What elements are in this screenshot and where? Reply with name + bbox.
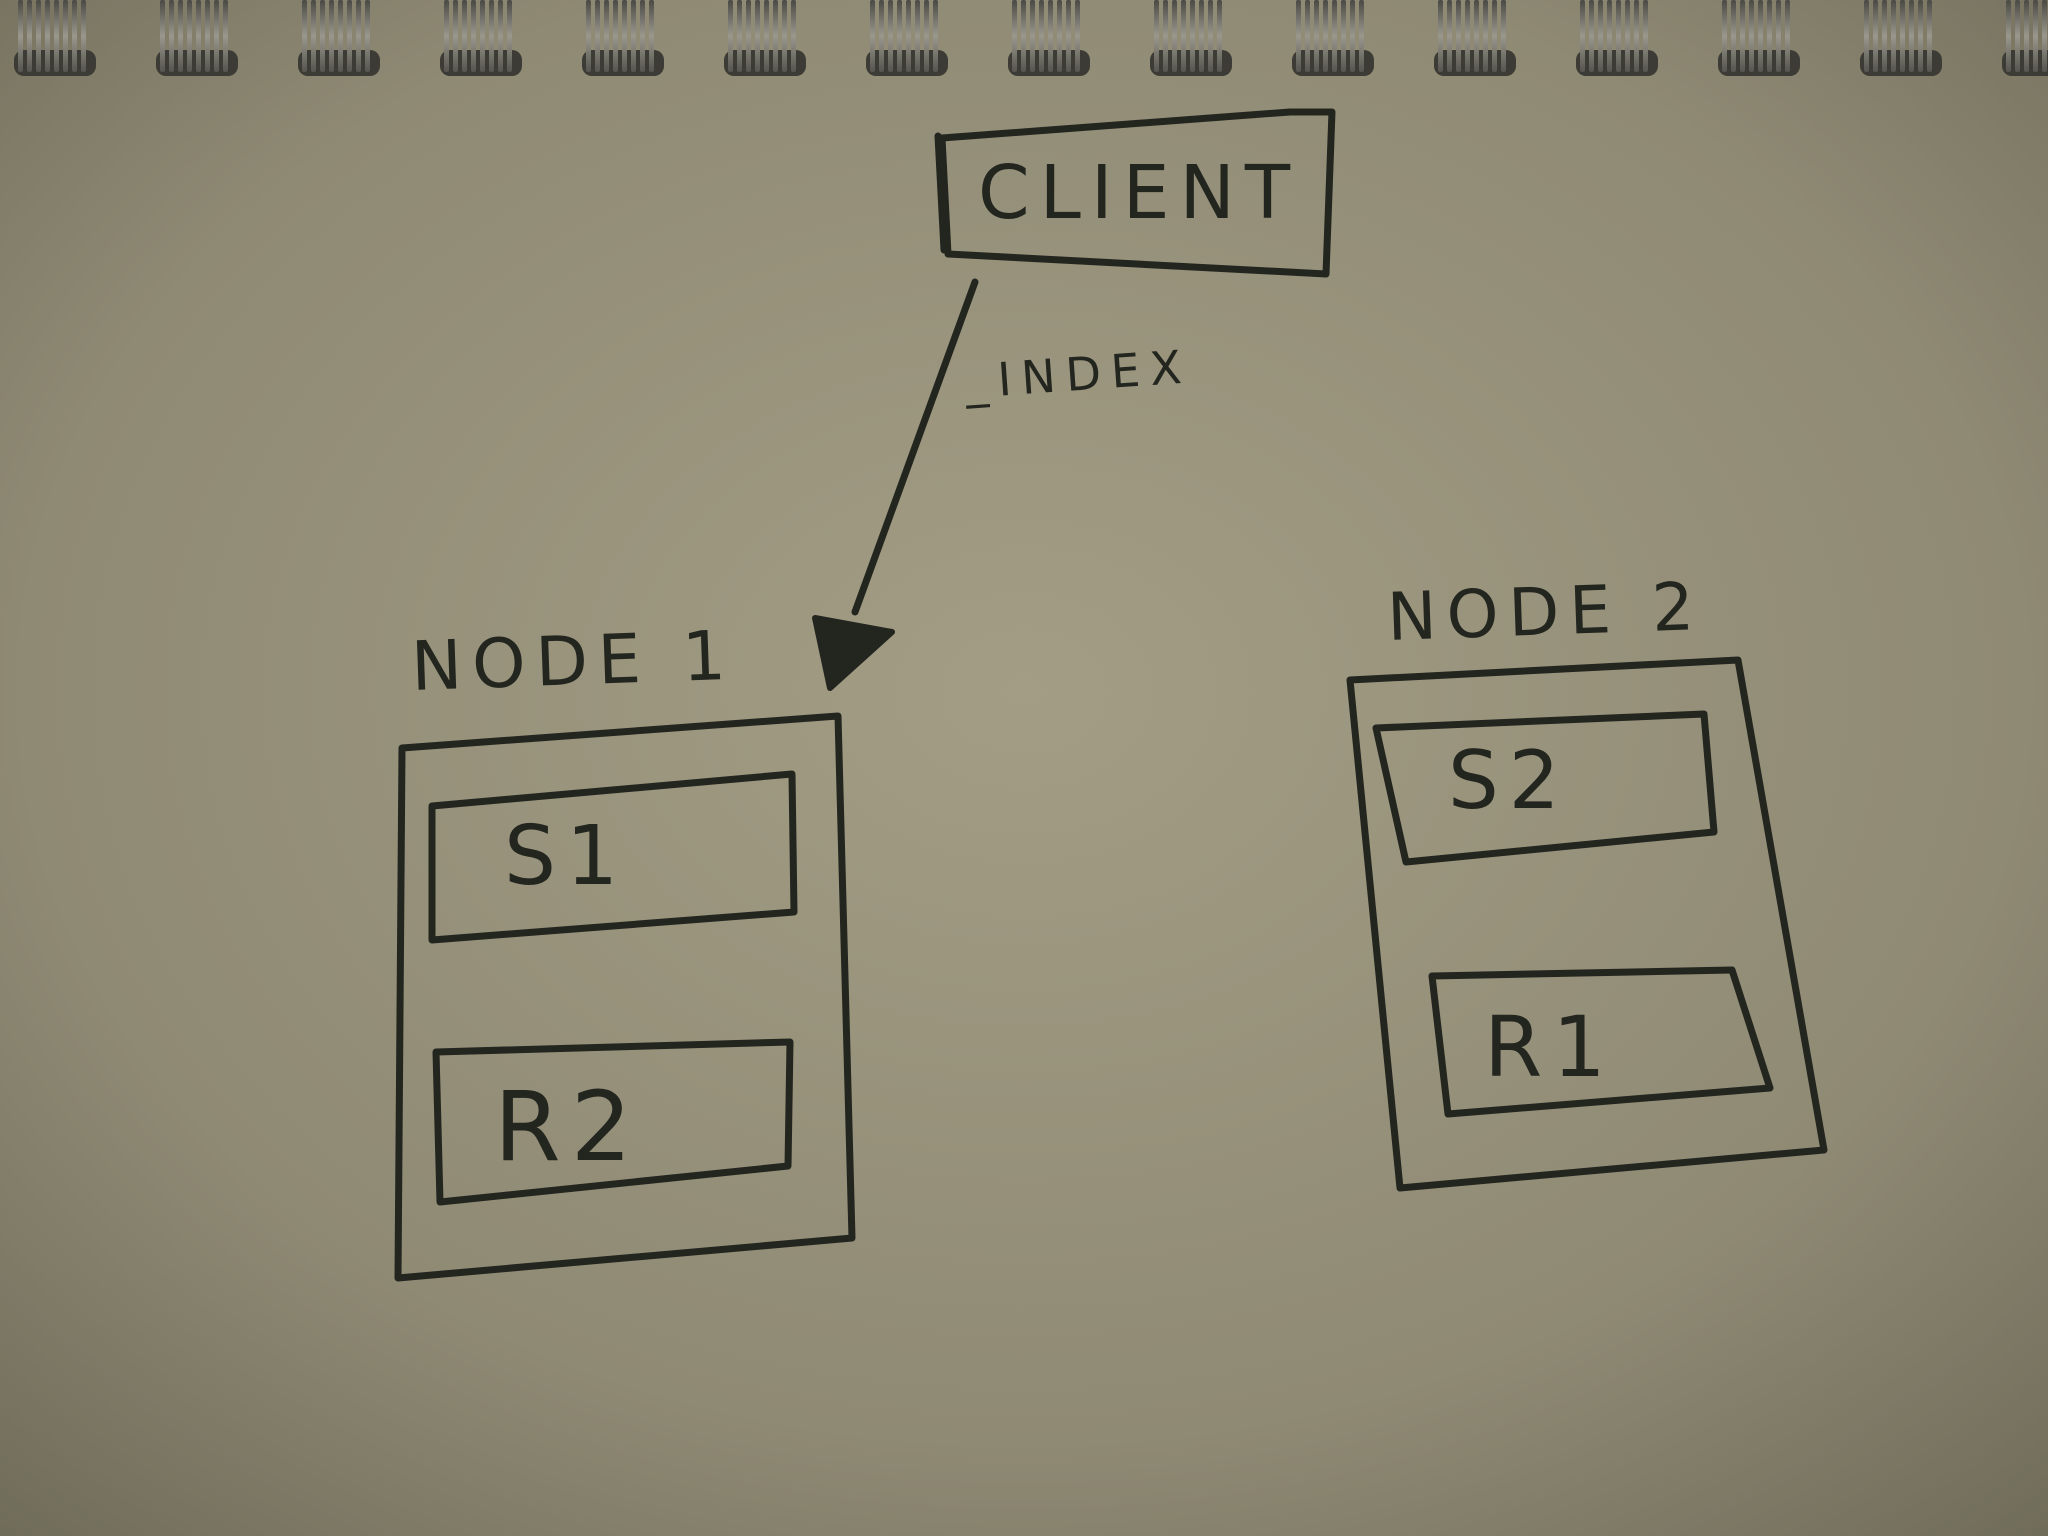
spiral-ring bbox=[1860, 0, 1942, 76]
spiral-ring bbox=[440, 0, 522, 76]
node-2-box bbox=[1346, 656, 1828, 1192]
spiral-ring bbox=[156, 0, 238, 76]
spiral-ring bbox=[298, 0, 380, 76]
spiral-ring bbox=[1150, 0, 1232, 76]
spiral-ring bbox=[582, 0, 664, 76]
node-2-label: NODE 2 bbox=[1386, 568, 1705, 656]
shard-s1-box bbox=[428, 770, 798, 944]
spiral-ring bbox=[14, 0, 96, 76]
spiral-ring bbox=[866, 0, 948, 76]
shard-r2-label: R2 bbox=[494, 1071, 642, 1183]
spiral-ring bbox=[1576, 0, 1658, 76]
spiral-ring bbox=[1434, 0, 1516, 76]
spiral-ring bbox=[1292, 0, 1374, 76]
node-1-box bbox=[394, 712, 856, 1282]
spiral-binding bbox=[14, 0, 2048, 76]
spiral-ring bbox=[1718, 0, 1800, 76]
client-box bbox=[934, 108, 1336, 278]
spiral-ring bbox=[724, 0, 806, 76]
node-1-label: NODE 1 bbox=[410, 617, 737, 707]
index-arrow bbox=[812, 278, 979, 691]
client-label: CLIENT bbox=[978, 150, 1300, 236]
shard-s1-label: S1 bbox=[504, 809, 628, 904]
spiral-ring bbox=[1008, 0, 1090, 76]
shard-s2-label: S2 bbox=[1448, 734, 1570, 827]
shard-r2-box bbox=[432, 1038, 794, 1206]
spiral-ring bbox=[2002, 0, 2048, 76]
shard-r1-label: R1 bbox=[1484, 998, 1616, 1096]
shard-s2-box bbox=[1372, 710, 1718, 866]
shard-r1-box bbox=[1428, 966, 1774, 1118]
